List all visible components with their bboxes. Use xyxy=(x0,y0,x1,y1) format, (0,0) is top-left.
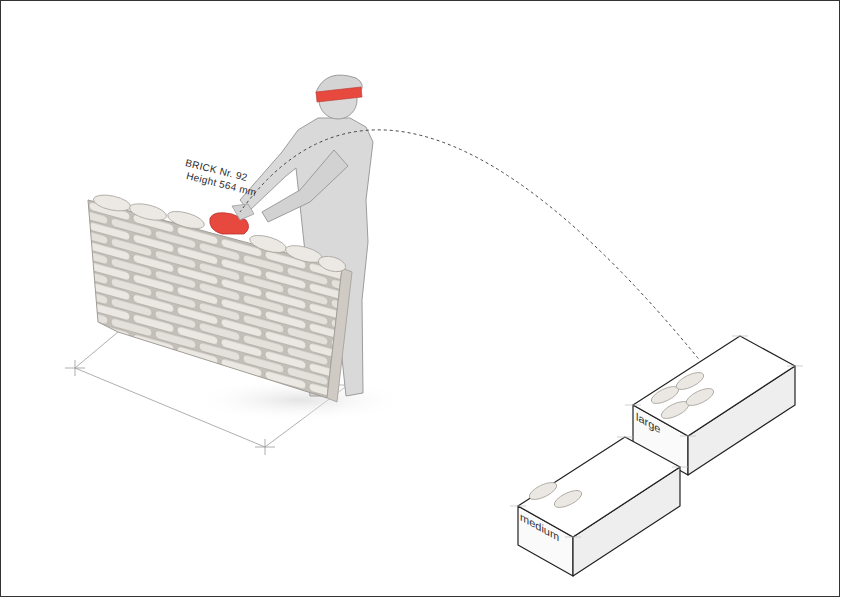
brick xyxy=(684,385,716,409)
hand xyxy=(232,204,254,220)
material-box: medium xyxy=(513,431,685,581)
brick xyxy=(166,208,206,232)
brick xyxy=(248,232,288,256)
brick xyxy=(92,192,132,214)
brick xyxy=(128,201,168,224)
arm-silhouette xyxy=(262,150,348,222)
brick-wall xyxy=(88,192,352,402)
top-bricks xyxy=(92,192,347,274)
corner-ticks xyxy=(625,336,803,436)
dimension-line xyxy=(75,332,118,368)
brick xyxy=(317,254,348,275)
box-top-face xyxy=(633,336,795,436)
crosshair-mark xyxy=(255,439,275,455)
placement-arc xyxy=(240,130,706,368)
box-outline xyxy=(513,431,685,581)
crosshair-mark xyxy=(65,360,85,376)
brick xyxy=(552,487,584,511)
brick xyxy=(527,479,559,503)
wall-face xyxy=(88,200,342,398)
head-band xyxy=(316,87,362,102)
wall-side xyxy=(327,268,352,402)
brick xyxy=(674,369,706,393)
